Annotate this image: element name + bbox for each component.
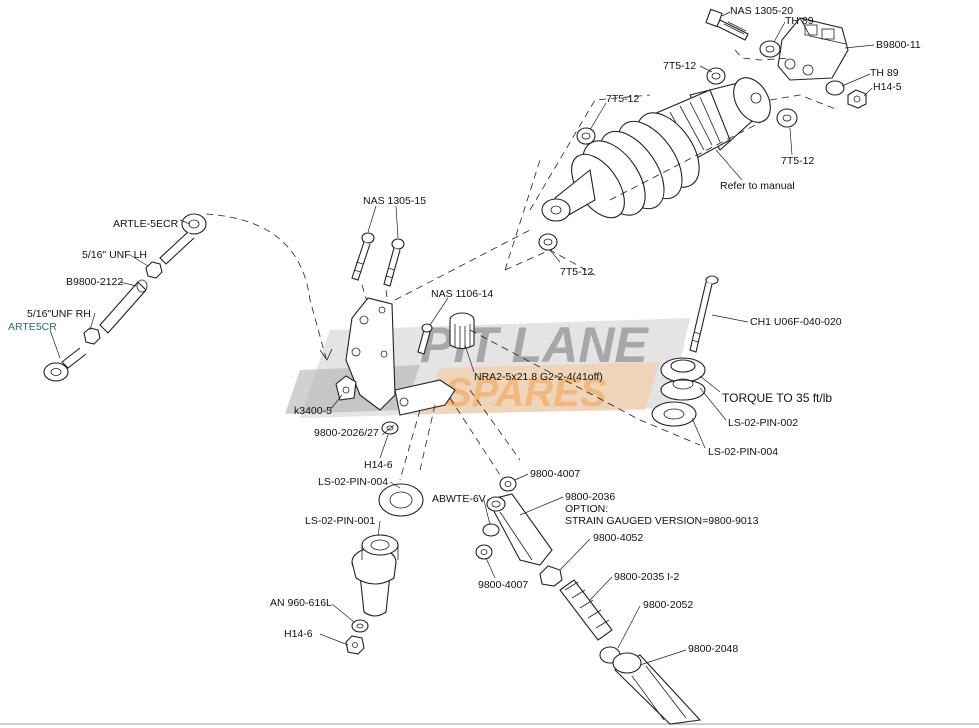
label-nra2: NRA2-5x21.8 G2-2-4(41off) (474, 371, 603, 383)
nut-h14-6-lower (345, 635, 365, 655)
label-an-960-616l: AN 960-616L (270, 597, 332, 609)
label-torque: TORQUE TO 35 ft/lb (722, 391, 832, 405)
rocker-plate (345, 297, 396, 411)
label-strain-gauged: STRAIN GAUGED VERSION=9800-9013 (565, 515, 759, 527)
label-nas-1106-14: NAS 1106-14 (431, 288, 493, 300)
shock-spring (571, 112, 700, 219)
label-ch1-u06f: CH1 U06F-040-020 (750, 316, 842, 328)
clevis-9800-2036 (487, 493, 553, 566)
bush-9800-4007-b (475, 544, 493, 560)
label-nas-1305-15: NAS 1305-15 (363, 195, 426, 207)
label-h14-6-lower: H14-6 (284, 628, 313, 640)
label-refer-manual: Refer to manual (720, 180, 795, 192)
label-arte5cr: ARTE5CR (8, 321, 57, 333)
lower-clevis-assembly (475, 476, 702, 725)
label-9800-4007-b: 9800-4007 (478, 579, 528, 591)
label-7t5-12-b: 7T5-12 (606, 93, 639, 105)
bush-9800-4007-a (499, 476, 517, 492)
washer-ls-02-pin-004-right (651, 401, 697, 427)
label-option: OPTION: (565, 503, 608, 515)
label-th89-right: TH 89 (870, 67, 899, 79)
bolt-nas-1305-20 (705, 8, 749, 41)
label-h14-5: H14-5 (873, 81, 902, 93)
label-9800-2052: 9800-2052 (643, 599, 693, 611)
nut-h14-5 (847, 89, 867, 109)
nut-unf-lh (145, 261, 163, 279)
rod-end-arte5cr (43, 362, 69, 382)
label-abwte-6v: ABWTE-6V (432, 493, 486, 505)
spacer-7t5-12-b (576, 127, 596, 145)
rocker-arm (394, 379, 456, 416)
label-9800-2026-27: 9800-2026/27 (314, 427, 379, 439)
bush-ls-02-pin-001 (351, 534, 399, 617)
label-k3400-5: k3400-5 (294, 405, 332, 417)
pit-lane-spares-watermark: PIT LANE SPARES (285, 317, 690, 418)
pin-assembly-lower (345, 483, 424, 655)
label-nas-1305-20: NAS 1305-20 (730, 5, 793, 17)
spacer-7t5-12-c (776, 108, 798, 128)
label-9800-4007-a: 9800-4007 (530, 468, 580, 480)
pin-ch1-u06f (689, 281, 713, 353)
clevis-bracket-b9800-11 (777, 17, 849, 81)
label-h14-6-upper: H14-6 (364, 459, 393, 471)
label-ls-02-pin-004-right: LS-02-PIN-004 (708, 446, 778, 458)
label-9800-4052: 9800-4052 (593, 532, 643, 544)
washer-ls-02-pin-004-left (378, 483, 424, 517)
label-th89-top: TH 89 (785, 15, 814, 27)
label-unf-lh: 5/16" UNF LH (82, 249, 147, 261)
washer-th89-right (825, 80, 845, 96)
leader-lines (49, 11, 875, 666)
spacer-7t5-12-d (538, 233, 558, 251)
pin-assembly-right (651, 275, 719, 427)
label-7t5-12-d: 7T5-12 (560, 266, 593, 278)
label-ls-02-pin-002: LS-02-PIN-002 (728, 417, 798, 429)
tube-b9800-2122 (99, 281, 147, 334)
washer-an-960-616l (351, 619, 369, 633)
bracket-k3400-5 (335, 375, 357, 401)
part-labels: NAS 1305-20 TH 89 B9800-11 7T5-12 TH 89 … (8, 5, 921, 655)
washer-th89-top (759, 40, 781, 58)
label-ls-02-pin-004-left: LS-02-PIN-004 (318, 476, 388, 488)
label-unf-rh: 5/16"UNF RH (27, 308, 91, 320)
upper-bracket-group (705, 8, 867, 128)
label-9800-2035: 9800-2035 I-2 (614, 571, 680, 583)
label-9800-2036: 9800-2036 (565, 491, 615, 503)
label-7t5-12-a: 7T5-12 (663, 60, 696, 72)
bolt-nas-1305-15-b (383, 238, 405, 287)
nut-9800-4052 (539, 565, 563, 587)
label-b9800-11: B9800-11 (876, 39, 921, 51)
label-9800-2048: 9800-2048 (688, 643, 738, 655)
label-artle-5ecr: ARTLE-5ECR (113, 218, 179, 230)
bolt-nas-1305-15-a (351, 232, 375, 281)
nut-unf-rh (83, 327, 101, 345)
shock-absorber (394, 77, 771, 301)
rod-9800-2035 (559, 579, 613, 641)
label-b9800-2122: B9800-2122 (66, 276, 123, 288)
label-ls-02-pin-001: LS-02-PIN-001 (305, 515, 375, 527)
pushrod-assembly (43, 213, 333, 382)
spacer-7t5-12-a (706, 67, 726, 85)
label-7t5-12-c: 7T5-12 (781, 155, 814, 167)
